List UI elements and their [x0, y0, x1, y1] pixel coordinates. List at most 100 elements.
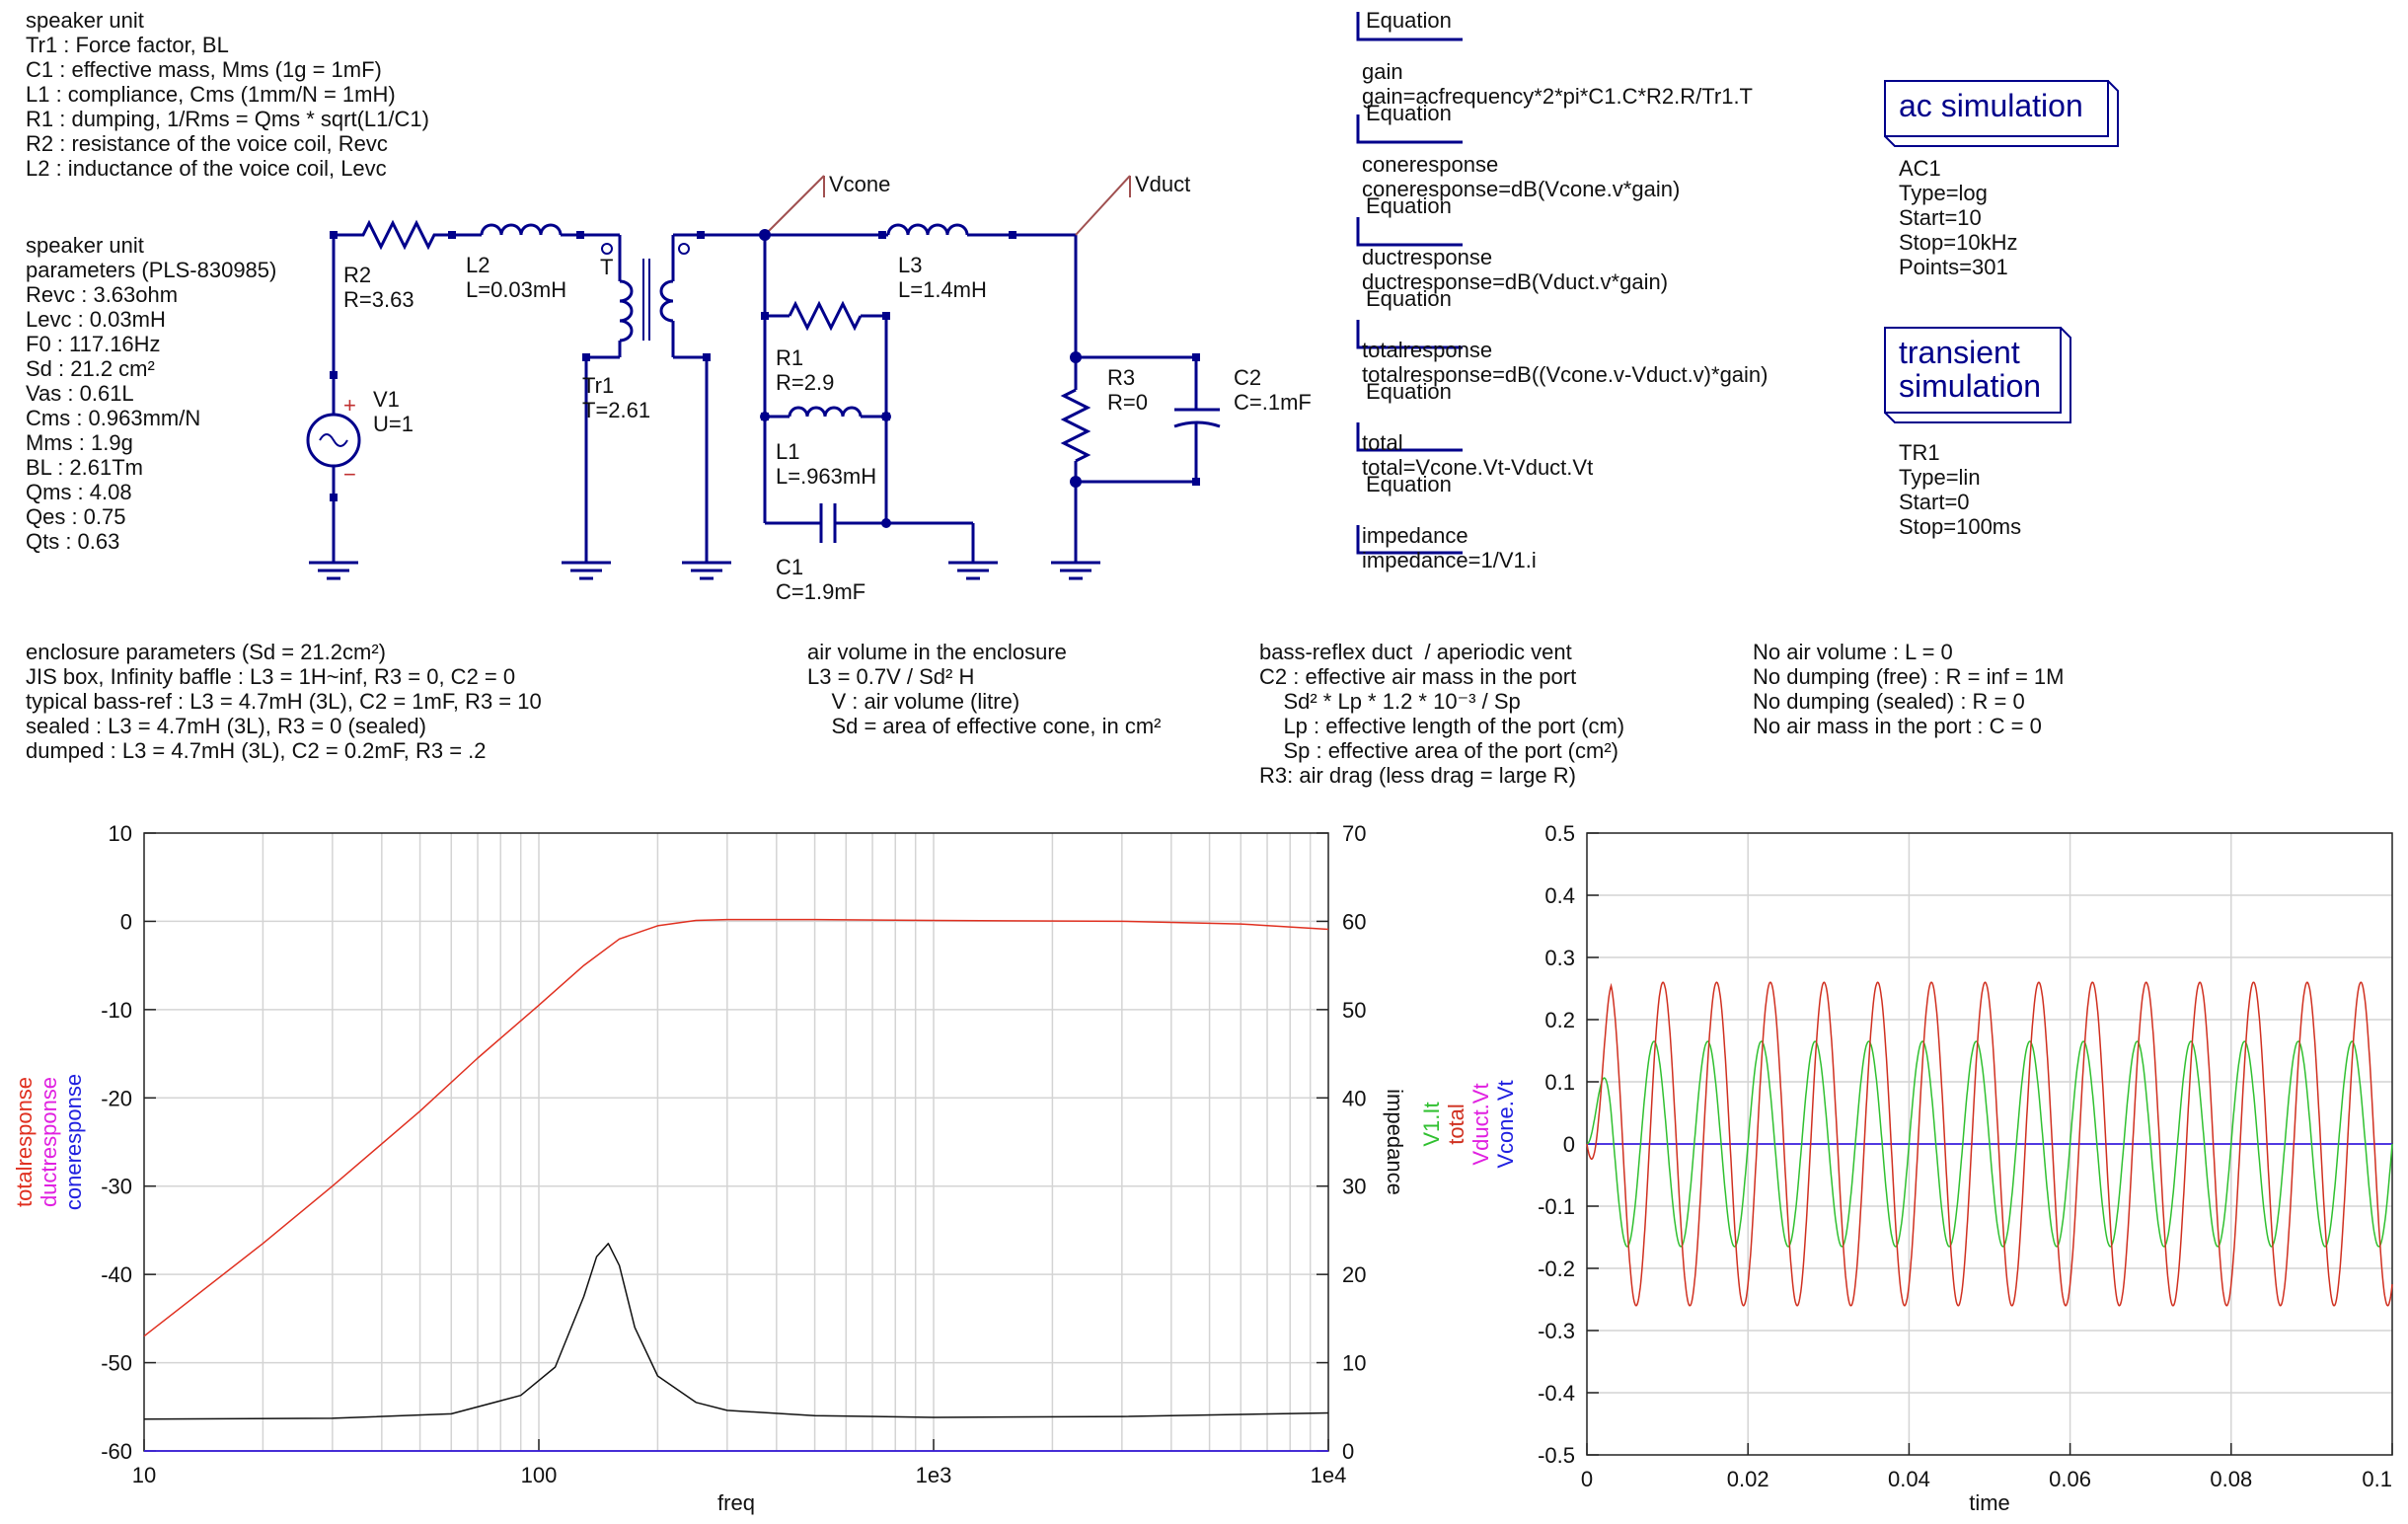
param-line: BL : 2.61Tm — [26, 455, 144, 480]
x-tick-label: 0.1 — [2362, 1467, 2392, 1491]
y-axis-series-label: totalresponse — [12, 1077, 37, 1207]
label-c1-value: C=1.9mF — [776, 579, 865, 604]
label-tr1-value: T=2.61 — [582, 398, 650, 422]
equation-total-name: total — [1362, 430, 1403, 455]
label-c1-name: C1 — [776, 555, 803, 579]
y-tick-label: 0.4 — [1544, 883, 1575, 908]
resistor-r1[interactable] — [788, 300, 863, 332]
label-c2-value: C=.1mF — [1234, 390, 1312, 415]
y-tick-label: -30 — [101, 1175, 132, 1199]
param-line: F0 : 117.16Hz — [26, 332, 161, 356]
series-line-impedance — [143, 1243, 1329, 1420]
note-line: dumped : L3 = 4.7mH (3L), C2 = 0.2mF, R3… — [26, 738, 487, 763]
inductor-l2[interactable] — [480, 223, 563, 236]
note-line: L1 : compliance, Cms (1mm/N = 1mH) — [26, 82, 396, 107]
note-line: bass-reflex duct / aperiodic vent — [1259, 640, 1572, 664]
label-vcone: Vcone — [829, 172, 890, 196]
label-v1-name: V1 — [373, 387, 400, 412]
label-l3-name: L3 — [898, 253, 922, 277]
param-line: Mms : 1.9g — [26, 430, 133, 455]
note-line: R1 : dumping, 1/Rms = Qms * sqrt(L1/C1) — [26, 107, 429, 131]
equation-cone-header[interactable]: Equation — [1366, 101, 1452, 125]
note-line: C1 : effective mass, Mms (1g = 1mF) — [26, 57, 382, 82]
param-line: Qts : 0.63 — [26, 529, 120, 554]
label-r2-name: R2 — [343, 263, 371, 287]
equation-duct-name: ductresponse — [1362, 245, 1493, 269]
probe-vcone-leader[interactable] — [764, 175, 825, 236]
y2-tick-label: 30 — [1342, 1175, 1366, 1199]
note-line: enclosure parameters (Sd = 21.2cm²) — [26, 640, 386, 664]
inductor-l1[interactable] — [788, 406, 863, 418]
resistor-r3[interactable] — [1060, 388, 1091, 463]
note-line: No air volume : L = 0 — [1753, 640, 1953, 664]
equation-gain-header[interactable]: Equation — [1366, 8, 1452, 33]
transient-simulation-title-2: simulation — [1899, 368, 2041, 404]
ac-param: Stop=10kHz — [1899, 230, 2018, 255]
y2-tick-label: 60 — [1342, 909, 1366, 934]
resistor-r2[interactable] — [334, 219, 464, 251]
y-axis-series-label: V1.It — [1419, 1102, 1444, 1146]
note-line: L3 = 0.7V / Sd² H — [807, 664, 975, 689]
note-line: No dumping (sealed) : R = 0 — [1753, 689, 2025, 714]
probe-vduct-leader[interactable] — [1075, 175, 1131, 236]
y-tick-label: 0 — [1563, 1132, 1575, 1157]
equation-total-response-header[interactable]: Equation — [1366, 286, 1452, 311]
note-line: Sp : effective area of the port (cm²) — [1259, 738, 1618, 763]
equation-total-header[interactable]: Equation — [1366, 379, 1452, 404]
y-axis-series-label: total — [1444, 1104, 1468, 1145]
y-tick-label: -50 — [101, 1351, 132, 1376]
note-line: R3: air drag (less drag = large R) — [1259, 763, 1576, 788]
air-volume-notes: air volume in the enclosure L3 = 0.7V / … — [807, 640, 1162, 738]
label-l2-value: L=0.03mH — [466, 277, 566, 302]
label-vduct: Vduct — [1135, 172, 1190, 196]
note-line: Sd² * Lp * 1.2 * 10⁻³ / Sp — [1259, 689, 1521, 714]
y-axis-series-label: ductresponse — [37, 1077, 61, 1207]
junction-dots — [330, 229, 1200, 528]
ac-simulation-box[interactable] — [1884, 80, 2109, 137]
label-l3-value: L=1.4mH — [898, 277, 987, 302]
bass-reflex-notes: bass-reflex duct / aperiodic vent C2 : e… — [1259, 640, 1624, 788]
transformer-secondary[interactable] — [659, 279, 674, 323]
label-r1-name: R1 — [776, 345, 803, 370]
equation-duct-header[interactable]: Equation — [1366, 193, 1452, 218]
label-l1-name: L1 — [776, 439, 799, 464]
equation-total-response-name: totalresponse — [1362, 338, 1493, 362]
y2-tick-label: 0 — [1342, 1439, 1354, 1464]
note-line: Lp : effective length of the port (cm) — [1259, 714, 1625, 738]
param-line: parameters (PLS-830985) — [26, 258, 277, 282]
transformer-primary[interactable] — [619, 279, 634, 343]
speaker-parameters: speaker unit parameters (PLS-830985) Rev… — [26, 233, 276, 554]
y-tick-label: -0.1 — [1538, 1194, 1575, 1219]
note-line: sealed : L3 = 4.7mH (3L), R3 = 0 (sealed… — [26, 714, 426, 738]
y2-tick-label: 10 — [1342, 1351, 1366, 1376]
note-line: R2 : resistance of the voice coil, Revc — [26, 131, 388, 156]
y-axis-series-label: Vcone.Vt — [1493, 1080, 1518, 1168]
equation-total-response-expr: totalresponse=dB((Vcone.v-Vduct.v)*gain) — [1362, 362, 1768, 387]
x-tick-label: 0.06 — [2049, 1467, 2091, 1491]
transient-simulation-box[interactable] — [1884, 327, 2062, 414]
note-line: No air mass in the port : C = 0 — [1753, 714, 2042, 738]
inductor-l3[interactable] — [886, 223, 969, 236]
y2-tick-label: 40 — [1342, 1086, 1366, 1110]
param-line: speaker unit — [26, 233, 144, 258]
note-line: Tr1 : Force factor, BL — [26, 33, 229, 57]
label-r3-value: R=0 — [1107, 390, 1148, 415]
y-axis-series-label: coneresponse — [61, 1074, 86, 1210]
y-tick-label: -40 — [101, 1262, 132, 1287]
param-line: Vas : 0.61L — [26, 381, 134, 406]
x-tick-label: 1e4 — [1311, 1463, 1347, 1487]
ac-param: Start=10 — [1899, 205, 1982, 230]
schematic-labels: Vcone Vduct R2 R=3.63 L2 L=0.03mH V1 U=1… — [343, 172, 1312, 604]
x-tick-label: 0.08 — [2210, 1467, 2252, 1491]
equation-impedance-header[interactable]: Equation — [1366, 472, 1452, 496]
note-line: JIS box, Infinity baffle : L3 = 1H~inf, … — [26, 664, 516, 689]
y-tick-label: 0.3 — [1544, 946, 1575, 970]
ac-param: Type=log — [1899, 181, 1988, 205]
equation-cone-name: coneresponse — [1362, 152, 1499, 177]
plot-frame — [143, 832, 1329, 1452]
y-tick-label: 0.2 — [1544, 1008, 1575, 1032]
ac-simulation-params: AC1 Type=log Start=10 Stop=10kHz Points=… — [1899, 156, 2017, 279]
equation-brackets — [1356, 12, 1463, 555]
